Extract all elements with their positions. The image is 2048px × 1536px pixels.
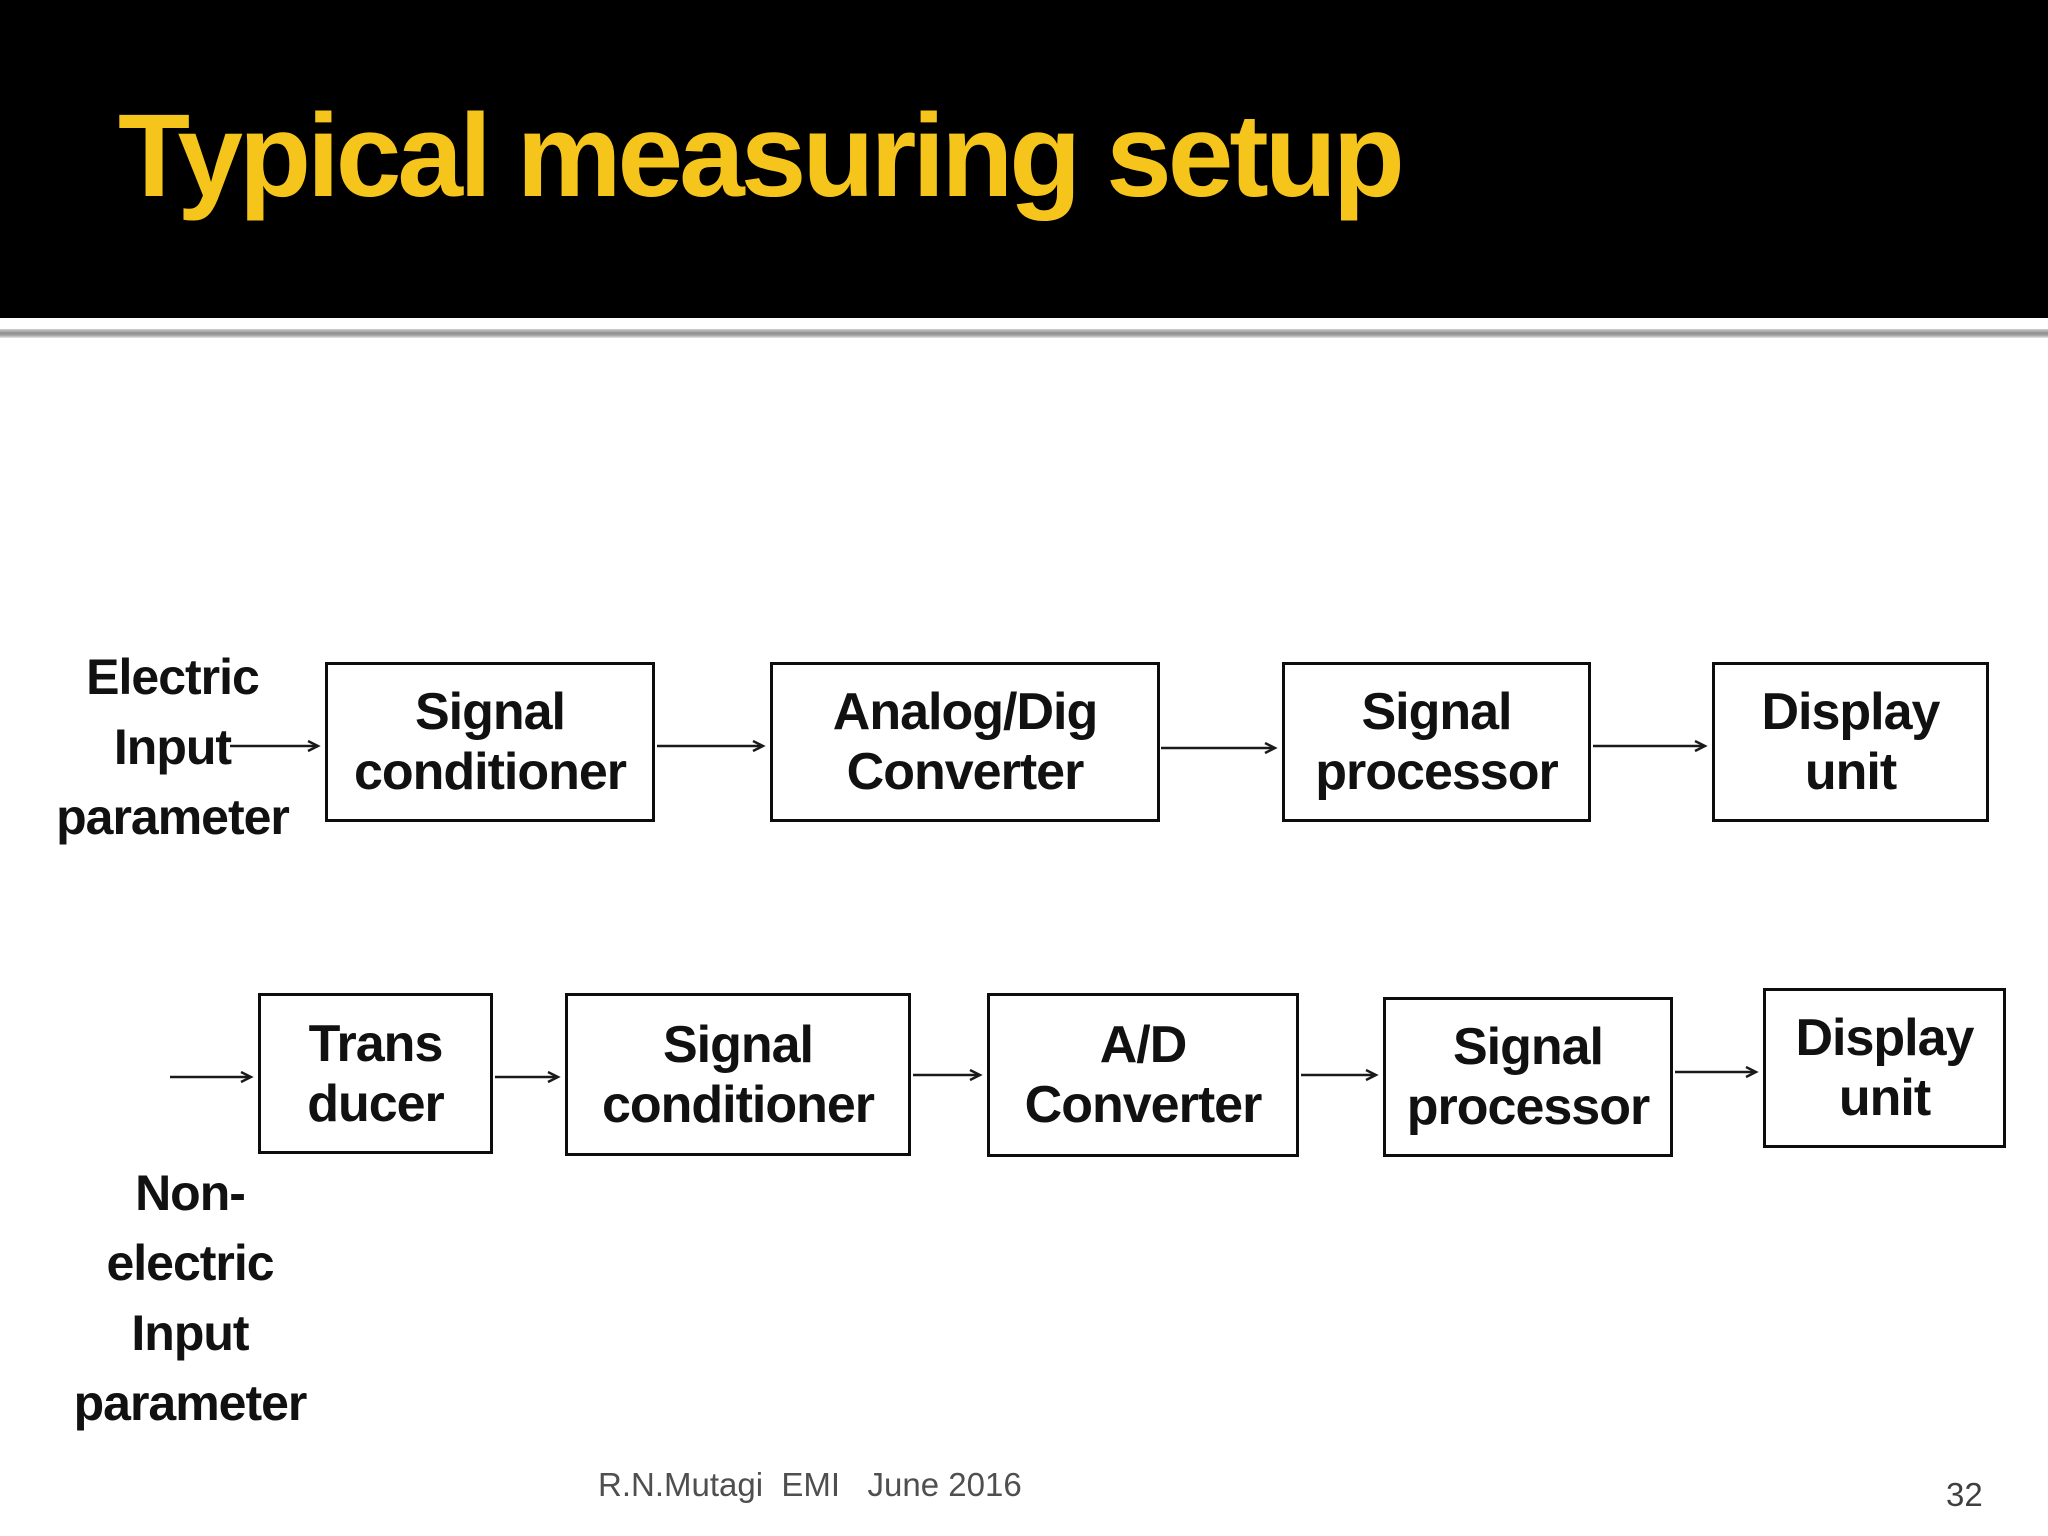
- block-signal-conditioner-row1: Signal conditioner: [325, 662, 655, 822]
- block-signal-processor-row2: Signal processor: [1383, 997, 1673, 1157]
- banner-divider-line: [0, 329, 2048, 338]
- block-signal-processor-row1: Signal processor: [1282, 662, 1591, 822]
- block-analog-dig-converter-row1: Analog/Dig Converter: [770, 662, 1160, 822]
- block-display-unit-row1: Display unit: [1712, 662, 1989, 822]
- footer-credit: R.N.Mutagi EMI June 2016: [598, 1466, 1022, 1503]
- non-electric-input-parameter-label: Non- electric Input parameter: [73, 1165, 308, 1431]
- block-display-unit-row2: Display unit: [1763, 988, 2006, 1148]
- page-number: 32: [1946, 1476, 1983, 1513]
- block-transducer-row2: Trans ducer: [258, 993, 493, 1154]
- title-banner: Typical measuring setup: [0, 0, 2048, 318]
- slide-title: Typical measuring setup: [118, 90, 1405, 222]
- block-signal-conditioner-row2: Signal conditioner: [565, 993, 911, 1156]
- electric-input-parameter-label: Electric Input parameter: [56, 649, 290, 845]
- block-ad-converter-row2: A/D Converter: [987, 993, 1299, 1157]
